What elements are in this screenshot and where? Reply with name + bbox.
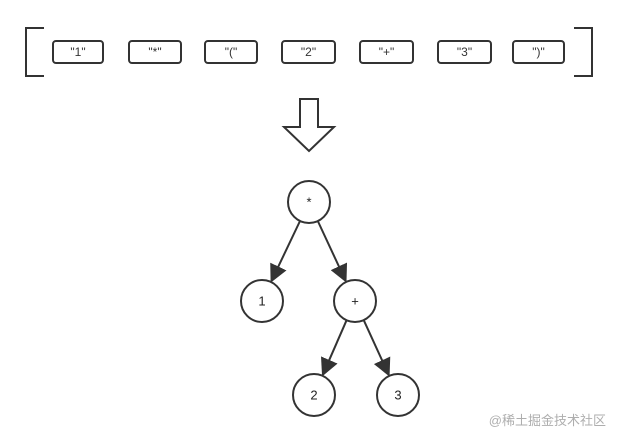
tree-node-one: 1 bbox=[240, 279, 284, 323]
tree-node-label: * bbox=[306, 194, 311, 209]
tree-edge-plus-three bbox=[362, 319, 391, 377]
watermark-text: @稀土掘金技术社区 bbox=[488, 413, 606, 428]
left-bracket bbox=[25, 27, 44, 77]
tree-node-label: 3 bbox=[394, 387, 401, 402]
tree-edge-times-plus bbox=[316, 220, 348, 283]
right-bracket bbox=[574, 27, 593, 77]
tree-edge-times-one bbox=[270, 220, 301, 283]
token-box: "*" bbox=[128, 40, 182, 64]
tree-node-three: 3 bbox=[376, 373, 420, 417]
tree-node-two: 2 bbox=[292, 373, 336, 417]
token-box: "3" bbox=[437, 40, 492, 64]
tree-node-circle bbox=[333, 279, 377, 323]
token-box: "2" bbox=[281, 40, 336, 64]
token-box: ")" bbox=[512, 40, 565, 64]
tree-node-label: 1 bbox=[258, 293, 265, 308]
tree-node-circle bbox=[240, 279, 284, 323]
tree-node-label: 2 bbox=[310, 387, 317, 402]
token-box: "+" bbox=[359, 40, 414, 64]
token-box: "(" bbox=[204, 40, 258, 64]
down-arrow-icon bbox=[281, 98, 337, 153]
tree-node-circle bbox=[292, 373, 336, 417]
token-box: "1" bbox=[52, 40, 104, 64]
tree-node-plus: + bbox=[333, 279, 377, 323]
tree-edge-plus-two bbox=[321, 319, 348, 377]
tree-node-circle bbox=[287, 180, 331, 224]
tree-node-label: + bbox=[351, 293, 359, 308]
tree-node-circle bbox=[376, 373, 420, 417]
tree-node-times: * bbox=[287, 180, 331, 224]
